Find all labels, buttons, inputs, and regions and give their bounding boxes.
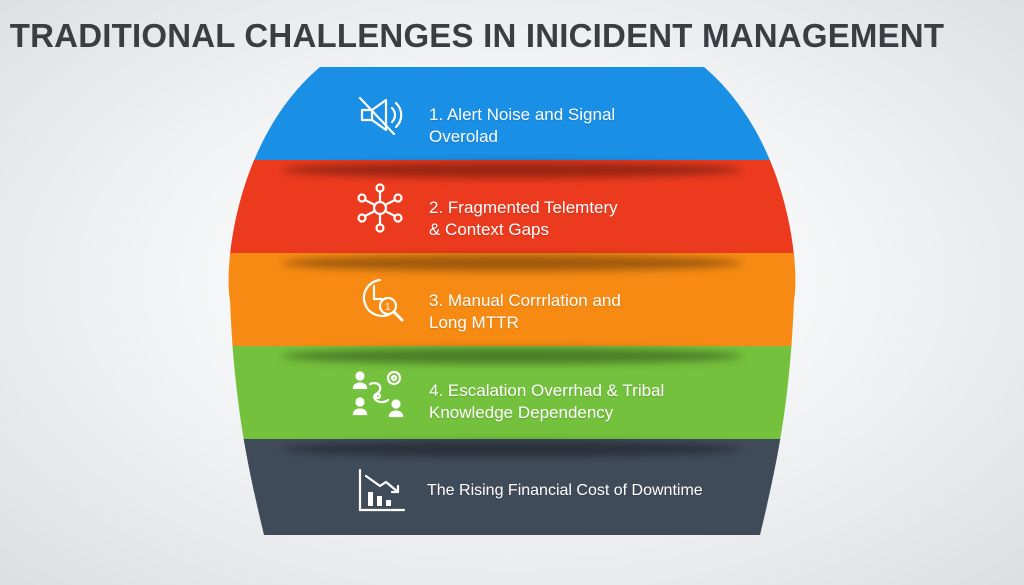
challenge-label-4-line1: 4. Escalation Overrhad & Tribal	[429, 381, 665, 400]
challenge-label-1-line2: Overolad	[429, 127, 498, 146]
band-1	[228, 67, 796, 164]
challenge-label-3-line2: Long MTTR	[429, 313, 519, 332]
challenge-label-4-line2: Knowledge Dependency	[429, 403, 614, 422]
team-gear-icon	[352, 370, 404, 418]
challenge-label-5: The Rising Financial Cost of Downtime	[427, 480, 703, 502]
band-shadow	[282, 348, 742, 364]
challenge-label-2-line1: 2. Fragmented Telemtery	[429, 198, 618, 217]
svg-text:1: 1	[385, 302, 391, 313]
challenge-label-1: 1. Alert Noise and Signal Overolad	[429, 104, 615, 148]
challenge-label-3: 3. Manual Corrrlation and Long MTTR	[429, 290, 621, 334]
declining-chart-icon	[358, 468, 406, 512]
challenge-label-2: 2. Fragmented Telemtery & Context Gaps	[429, 197, 618, 241]
challenge-label-2-line2: & Context Gaps	[429, 220, 550, 239]
band-shadow	[282, 255, 742, 271]
band-shadow	[282, 441, 742, 457]
challenge-label-3-line1: 3. Manual Corrrlation and	[429, 291, 621, 310]
muted-megaphone-icon	[358, 96, 403, 136]
challenge-label-4: 4. Escalation Overrhad & Tribal Knowledg…	[429, 380, 664, 424]
network-nodes-icon	[357, 183, 403, 233]
challenge-label-5-line1: The Rising Financial Cost of Downtime	[427, 482, 703, 499]
clock-magnifier-icon: 1	[362, 278, 404, 322]
band-shadow	[282, 162, 742, 178]
page-title: TRADITIONAL CHALLENGES IN INICIDENT MANA…	[9, 17, 945, 54]
challenge-label-1-line1: 1. Alert Noise and Signal	[429, 105, 616, 124]
